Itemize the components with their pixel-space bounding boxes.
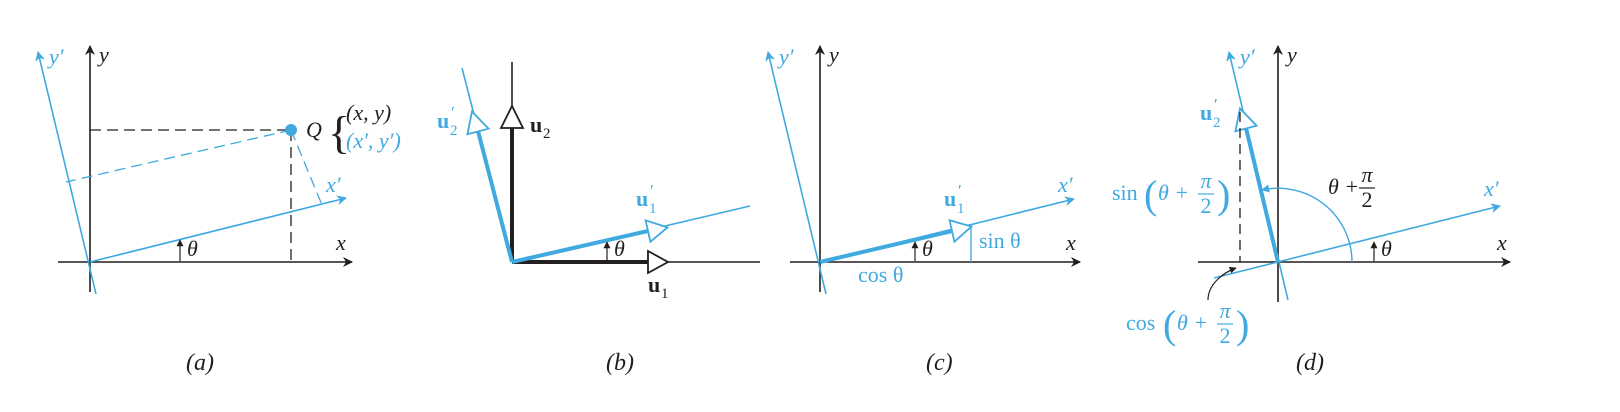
theta-label: θ (922, 236, 933, 261)
y-prime-axis (765, 51, 827, 295)
sin-two: 2 (1201, 193, 1212, 218)
u1-label: u 1 (648, 272, 669, 302)
x-label: x (1496, 230, 1507, 255)
u1-prime-vector (511, 229, 649, 264)
theta-label: θ (1381, 236, 1392, 261)
u1-prime-symbol: u (944, 186, 956, 211)
theta-label: θ (614, 236, 625, 261)
y-prime-label: y′ (777, 44, 795, 69)
caption-b: (b) (606, 350, 634, 376)
cos-left-paren: ( (1163, 302, 1176, 347)
xy-prime-coordinates: (x′, y′) (346, 128, 401, 153)
cos-word: cos (1126, 310, 1155, 335)
u1-arrowhead (647, 249, 670, 275)
q-label: Q (306, 117, 322, 142)
cos-pointer (1207, 266, 1237, 301)
sin-left-paren: ( (1144, 172, 1157, 217)
u1-prime-mark: ′ (650, 181, 654, 200)
panel-a: θ y y′ x x′ Q { (x, y) (x′, y′) (a) (35, 42, 401, 376)
dash-to-x-prime-axis (290, 129, 323, 206)
u2-prime-symbol: u (437, 108, 449, 133)
x-prime-axis (89, 195, 347, 263)
caption-d: (d) (1296, 350, 1324, 376)
cos-pi: π (1219, 298, 1231, 323)
u2-prime-arrowhead (466, 109, 491, 136)
u2-prime-vector (476, 130, 514, 263)
u1-prime-label: u 1 ′ (636, 181, 657, 217)
coordinate-brace: { (328, 107, 350, 158)
angle-two: 2 (1362, 187, 1373, 212)
cos-theta-label: cos θ (858, 262, 903, 287)
u2-prime-mark: ′ (451, 103, 455, 122)
u2-prime-subscript: 2 (1213, 115, 1221, 131)
u2-prime-label: u 2 ′ (437, 103, 458, 139)
sin-word: sin (1112, 180, 1138, 205)
angle-arc (1261, 184, 1353, 263)
u1-symbol: u (648, 272, 660, 297)
cos-right-paren: ) (1236, 302, 1249, 347)
theta-label: θ (187, 236, 198, 261)
u2-prime-arrowhead (1234, 106, 1259, 133)
panel-c: θ sin θ cos θ u 1 ′ y y′ x x′ (c) (765, 42, 1081, 376)
x-prime-axis (1213, 203, 1501, 279)
angle-theta-plus: θ + (1328, 174, 1359, 199)
u2-prime-subscript: 2 (450, 123, 458, 139)
xy-coordinates: (x, y) (346, 100, 391, 125)
u2-prime-symbol: u (1200, 100, 1212, 125)
cos-two: 2 (1220, 323, 1231, 348)
sin-right-paren: ) (1217, 172, 1230, 217)
panel-d: θ u 2 ′ θ + π 2 sin ( θ + π 2 ) cos ( (1112, 42, 1511, 376)
dash-to-y-prime-axis (65, 129, 292, 183)
u1-prime-arrowhead (644, 218, 670, 244)
x-prime-label: x′ (1057, 172, 1074, 197)
u1-prime-subscript: 1 (957, 201, 965, 217)
u1-prime-mark: ′ (958, 181, 962, 200)
u2-subscript: 2 (543, 126, 551, 142)
u2-arrowhead (499, 103, 525, 129)
angle-pi: π (1361, 162, 1373, 187)
sin-theta-plus: θ + (1158, 180, 1189, 205)
angle-theta-plus-pi-over-2: θ + π 2 (1328, 162, 1375, 212)
x-prime-label: x′ (325, 172, 342, 197)
point-q (285, 124, 297, 136)
y-label: y (827, 42, 839, 67)
sin-pi: π (1200, 168, 1212, 193)
u1-prime-arrowhead (948, 219, 974, 244)
panel-b: θ u 1 u 2 u 1 ′ u 2 ′ (b) (437, 62, 760, 376)
sin-theta-label: sin θ (979, 228, 1021, 253)
cos-theta-plus-pi-over-2: cos ( θ + π 2 ) (1126, 298, 1249, 348)
y-prime-label: y′ (47, 44, 65, 69)
y-label: y (1285, 42, 1297, 67)
x-label: x (335, 230, 346, 255)
u1-prime-subscript: 1 (649, 201, 657, 217)
caption-c: (c) (926, 350, 953, 376)
u1-prime-vector (819, 229, 953, 264)
u2-label: u 2 (530, 112, 551, 142)
u2-prime-label: u 2 ′ (1200, 95, 1221, 131)
y-prime-axis (35, 51, 97, 295)
u1-prime-symbol: u (636, 186, 648, 211)
x-label: x (1065, 230, 1076, 255)
x-prime-label: x′ (1483, 176, 1500, 201)
u2-prime-vector (1244, 127, 1280, 263)
cos-theta-plus: θ + (1177, 310, 1208, 335)
caption-a: (a) (186, 350, 214, 376)
u2-prime-mark: ′ (1214, 95, 1218, 114)
y-label: y (97, 42, 109, 67)
sin-theta-plus-pi-over-2: sin ( θ + π 2 ) (1112, 168, 1230, 218)
u1-subscript: 1 (661, 286, 669, 302)
u2-symbol: u (530, 112, 542, 137)
y-prime-label: y′ (1238, 44, 1256, 69)
u1-prime-label: u 1 ′ (944, 181, 965, 217)
